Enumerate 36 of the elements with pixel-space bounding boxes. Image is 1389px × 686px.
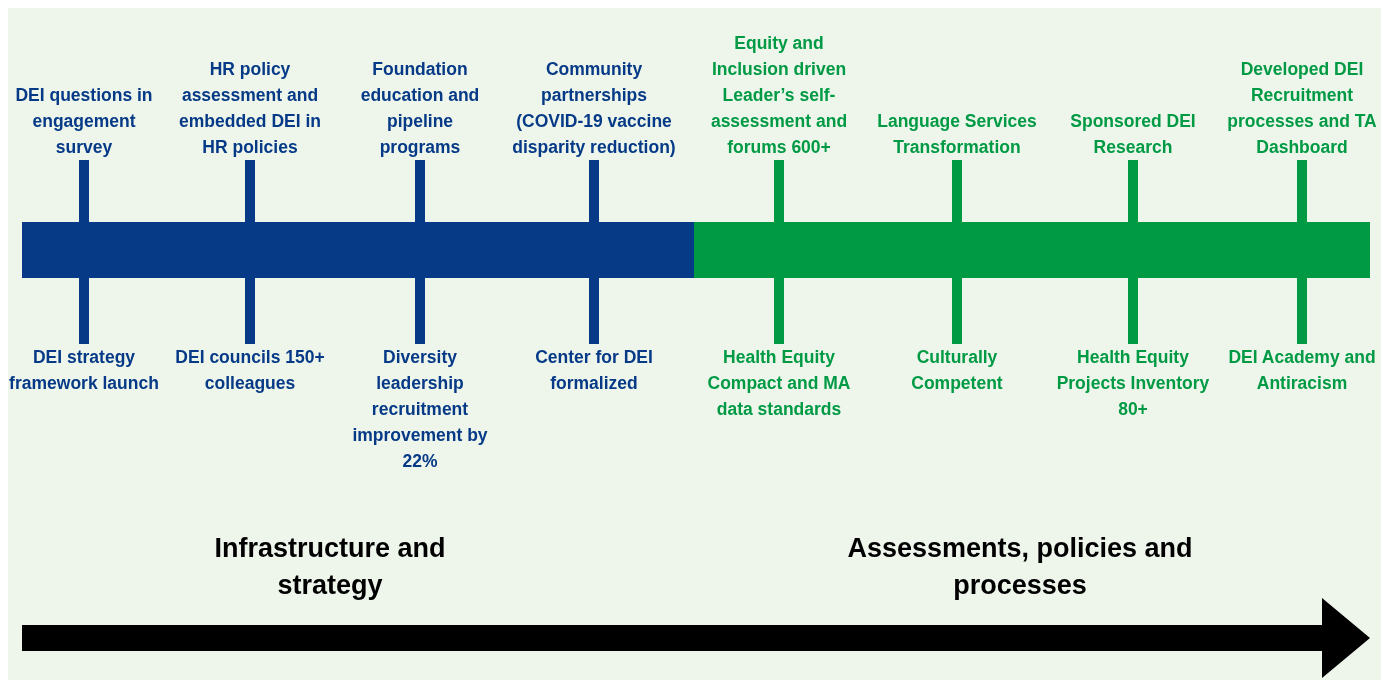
connector-line — [79, 160, 89, 222]
milestone-text: Culturally Competent — [877, 344, 1037, 396]
connector-line — [774, 160, 784, 222]
milestone-text: DEI strategy framework launch — [9, 344, 159, 396]
connector-line — [589, 160, 599, 222]
milestone-text: Health Equity Projects Inventory 80+ — [1053, 344, 1213, 422]
phase-label: Infrastructure and strategy — [213, 532, 447, 602]
connector-line — [774, 278, 784, 344]
milestone-text: Foundation education and pipeline programs — [345, 56, 495, 160]
milestone-text: Developed DEI Recruitment processes and TA Dashboard — [1227, 56, 1377, 160]
milestone-text: Diversity leadership recruitment improvement by 22% — [345, 344, 495, 474]
connector-line — [952, 160, 962, 222]
connector-line — [415, 278, 425, 344]
milestone-text: Sponsored DEI Research — [1053, 108, 1213, 160]
connector-line — [1297, 278, 1307, 344]
phase-label: Assessments, policies and processes — [846, 532, 1194, 602]
connector-line — [245, 278, 255, 344]
milestone-text: DEI Academy and Antiracism — [1227, 344, 1377, 396]
connector-line — [952, 278, 962, 344]
milestone-text: Health Equity Compact and MA data standards — [694, 344, 864, 422]
timeline-bar — [22, 222, 694, 278]
connector-line — [589, 278, 599, 344]
milestone-text: DEI councils 150+ colleagues — [175, 344, 325, 396]
milestone-text: Community partnerships (COVID-19 vaccine disparity reduction) — [509, 56, 679, 160]
timeline-bar — [694, 222, 1370, 278]
milestone-text: HR policy assessment and embedded DEI in HR policies — [175, 56, 325, 160]
connector-line — [415, 160, 425, 222]
milestone-text: Center for DEI formalized — [514, 344, 674, 396]
connector-line — [1128, 160, 1138, 222]
connector-line — [1128, 278, 1138, 344]
connector-line — [79, 278, 89, 344]
connector-line — [245, 160, 255, 222]
connector-line — [1297, 160, 1307, 222]
milestone-text: Language Services Transformation — [877, 108, 1037, 160]
milestone-text: Equity and Inclusion driven Leader’s self-assessment and forums 600+ — [694, 30, 864, 160]
milestone-text: DEI questions in engagement survey — [4, 82, 164, 160]
